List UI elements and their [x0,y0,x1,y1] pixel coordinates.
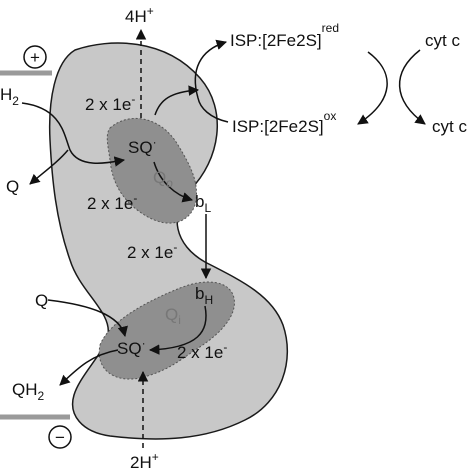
plus-sign: + [30,48,40,67]
arrow-q-release-top [29,149,69,185]
arrow-isp-red-to-ox [357,51,388,125]
arrow-bh-to-sq [148,305,207,355]
electron-label-low: 2 x 1e- [127,240,177,262]
arrow-isp-ox-return [197,97,229,123]
qo-site-label: Qo [153,168,173,190]
q-label-top: Q [6,177,19,196]
arrow-sq-to-bl [153,161,194,203]
arrow-sq-to-qh2 [59,349,119,386]
sq-label-bottom: SQ· [117,336,146,358]
q-label-bottom: Q [35,291,48,310]
isp-red-label: ISP:[2Fe2S]red [230,21,339,50]
electron-label-top: 2 x 1e- [85,92,135,114]
qh2-label-top: H2 [0,85,19,108]
bh-label: bH [195,284,213,307]
minus-sign: − [55,428,65,447]
qo-site [106,117,197,224]
plus-circle [23,45,47,69]
bl-label: bL [195,192,211,215]
minus-circle [48,425,72,449]
isp-ox-label: ISP:[2Fe2S]ox [232,109,336,136]
qh2-label-bottom: QH2 [12,380,45,403]
sq-label-top: SQ· [128,135,157,157]
arrow-qh2-to-qo [21,102,126,167]
cyt-c-label-bottom: cyt c [432,117,467,136]
arrow-to-isp [154,85,200,116]
electron-label-mid: 2 x 1e- [87,191,137,213]
proton-label-top: 4H+ [125,4,154,26]
arrow-isp-loop-top [194,39,228,99]
arrow-cyt-c [398,49,426,125]
electron-label-bottom: 2 x 1e- [177,340,227,362]
cyt-c-label-top: cyt c [425,31,460,50]
proton-label-bottom: 2H+ [130,450,159,472]
arrow-q-into-qi [47,299,128,338]
qi-site-label: Qi [165,305,181,327]
qi-site [98,281,235,380]
